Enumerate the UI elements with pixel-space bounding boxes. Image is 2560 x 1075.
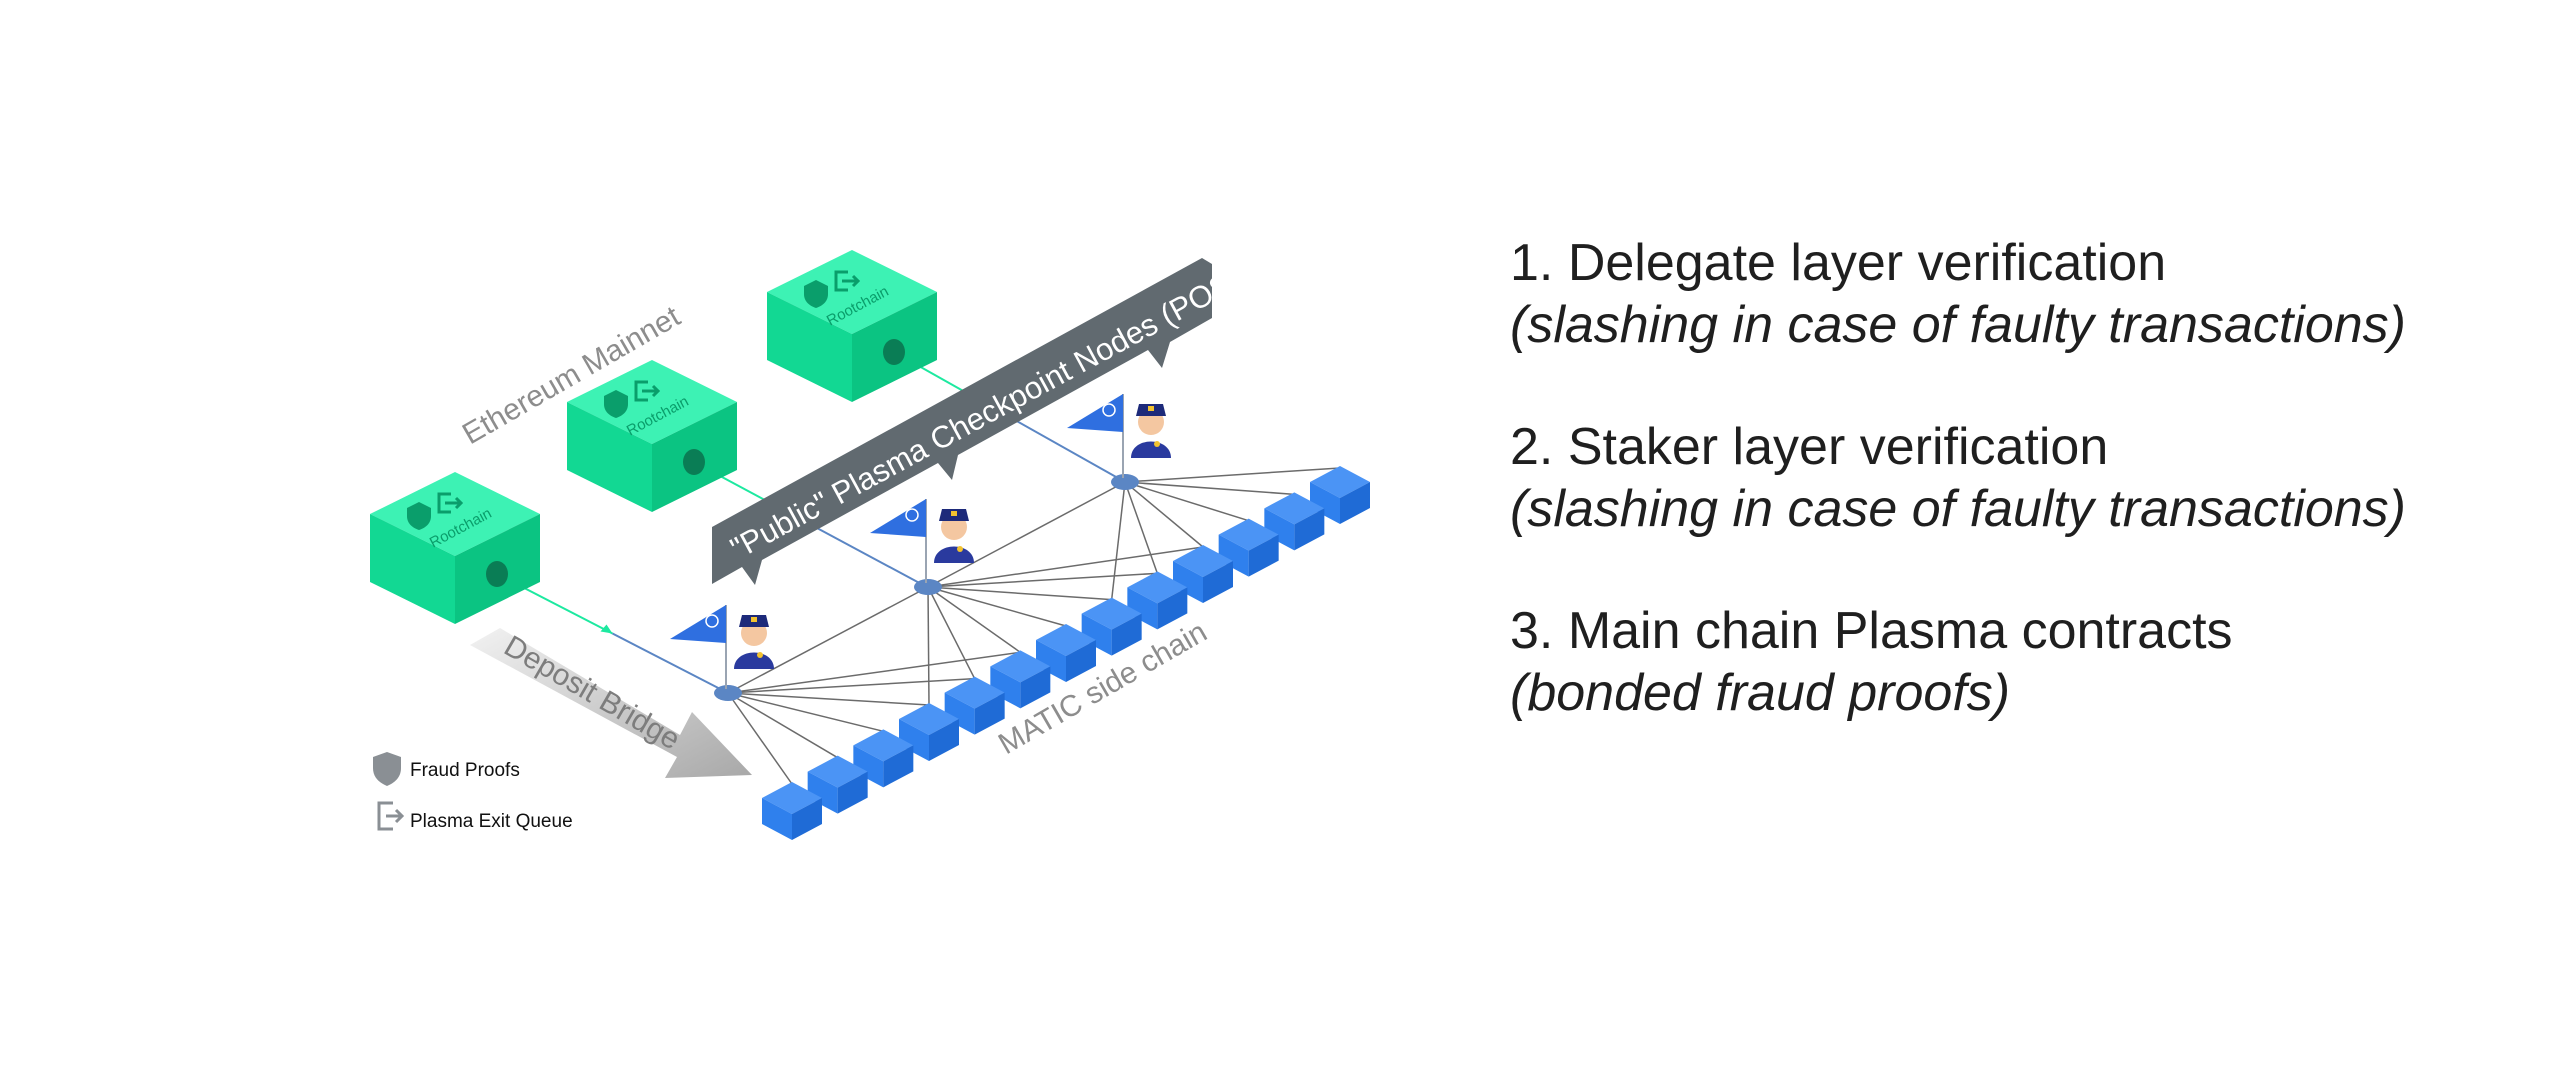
checkpoint-node <box>1111 474 1139 490</box>
sidechain-block <box>1264 492 1325 551</box>
shield-icon <box>604 390 628 418</box>
validator <box>870 499 974 583</box>
checkpoint-banner <box>712 258 1212 585</box>
sidechain-block <box>899 703 959 761</box>
rootchain-box: Rootchain <box>767 250 937 402</box>
rootchain-box: Rootchain <box>567 360 737 512</box>
point-title: 2. Staker layer verification <box>1510 418 2109 476</box>
rootchain-box: Rootchain <box>370 472 540 624</box>
rootchain-port <box>683 449 705 475</box>
sidechain-block <box>1036 624 1096 682</box>
point-title: 3. Main chain Plasma contracts <box>1510 602 2233 660</box>
sidechain-block <box>1173 545 1233 603</box>
point-note: (slashing in case of faulty transactions… <box>1510 480 2406 538</box>
sidechain-block <box>1081 597 1142 656</box>
legend: Fraud Proofs Plasma Exit Queue <box>373 752 573 832</box>
matic-sidechain-blocks <box>762 466 1370 840</box>
sidechain-block <box>990 650 1051 709</box>
validator-icon <box>934 509 974 563</box>
deposit-bridge-arrow <box>470 628 752 778</box>
exit-icon <box>834 270 861 292</box>
validator <box>670 605 774 689</box>
shield-icon <box>407 502 431 530</box>
exit-icon <box>377 801 405 831</box>
validator <box>1067 394 1171 478</box>
shield-icon <box>373 752 401 786</box>
sidechain-block <box>1310 466 1370 524</box>
legend-exit-queue: Plasma Exit Queue <box>377 801 573 832</box>
sidechain-block <box>1127 571 1188 630</box>
rootchain-port <box>883 339 905 365</box>
verification-layers-list: 1. Delegate layer verification (slashing… <box>1510 232 2510 784</box>
validator-icon <box>734 615 774 669</box>
legend-fraud-proofs: Fraud Proofs <box>373 752 520 786</box>
sidechain-block <box>853 729 914 788</box>
validator-icon <box>1131 404 1171 458</box>
sidechain-block <box>762 782 822 840</box>
sidechain-links <box>727 467 1341 785</box>
point-plasma-contracts: 3. Main chain Plasma contracts (bonded f… <box>1510 600 2510 724</box>
exit-icon <box>437 492 464 514</box>
point-title: 1. Delegate layer verification <box>1510 234 2167 292</box>
deposit-bridge-label: Deposit Bridge <box>499 629 686 756</box>
checkpoint-node <box>714 685 742 701</box>
exit-icon <box>634 380 661 402</box>
point-note: (bonded fraud proofs) <box>1510 664 2011 722</box>
rootchain-port <box>486 561 508 587</box>
sidechain-block <box>944 676 1005 735</box>
point-delegate-layer: 1. Delegate layer verification (slashing… <box>1510 232 2510 356</box>
shield-icon <box>804 280 828 308</box>
checkpoint-node <box>914 579 942 595</box>
point-note: (slashing in case of faulty transactions… <box>1510 296 2406 354</box>
legend-label: Fraud Proofs <box>410 760 520 781</box>
sidechain-block <box>807 755 868 814</box>
legend-label: Plasma Exit Queue <box>410 811 573 832</box>
sidechain-block <box>1218 518 1279 577</box>
point-staker-layer: 2. Staker layer verification (slashing i… <box>1510 416 2510 540</box>
